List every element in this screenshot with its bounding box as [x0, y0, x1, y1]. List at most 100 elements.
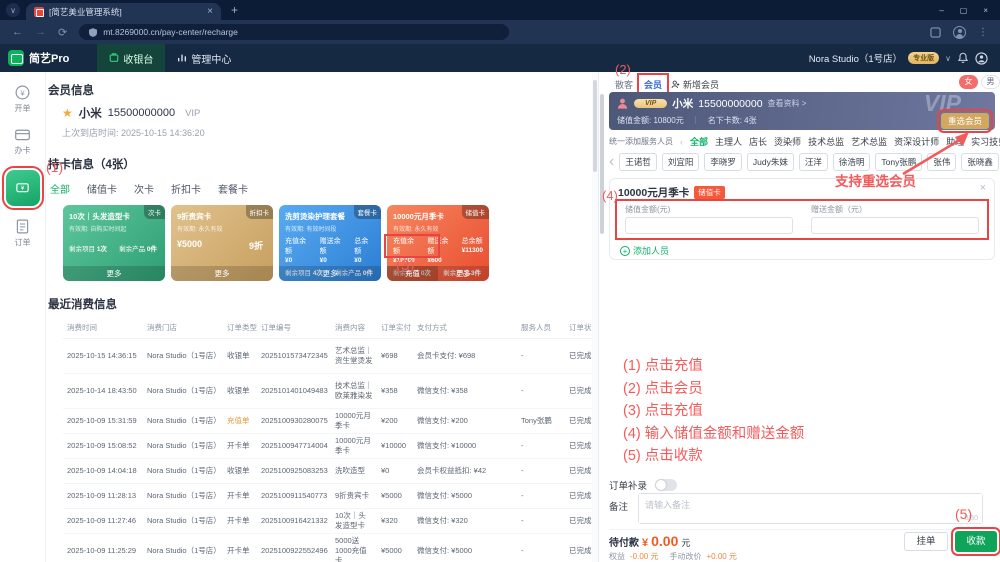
- refresh-icon[interactable]: ⟳: [58, 26, 68, 39]
- card-more-button[interactable]: 更多: [456, 269, 471, 278]
- tab-cashier-label: 收银台: [123, 54, 154, 66]
- collect-payment-button[interactable]: 收款: [951, 527, 1000, 556]
- staff-chip[interactable]: 李晓罗: [704, 153, 742, 171]
- close-window-icon[interactable]: ×: [983, 6, 988, 15]
- new-tab-button[interactable]: +: [231, 3, 239, 17]
- pending-amount: 0.00: [651, 533, 679, 549]
- staff-chip[interactable]: 张伟: [927, 153, 957, 171]
- annotation-step: (4) 输入储值金额和赠送金额: [623, 425, 805, 442]
- role-all[interactable]: 全部: [690, 137, 709, 147]
- prev-icon[interactable]: ‹: [680, 136, 683, 147]
- forward-icon[interactable]: →: [35, 26, 46, 38]
- sidebar-item-card[interactable]: 办卡: [14, 126, 31, 156]
- card-tab-stored[interactable]: 储值卡: [87, 185, 117, 196]
- store-selector[interactable]: Nora Studio（1号店） 专业版 ∨: [809, 51, 988, 65]
- recent-orders-title: 最近消费信息: [48, 299, 117, 311]
- role-item[interactable]: 艺术总监: [851, 137, 888, 147]
- role-item[interactable]: 主理人: [715, 137, 743, 147]
- role-item[interactable]: 实习技师: [971, 137, 1000, 147]
- order-supplement-label: 订单补录: [609, 481, 648, 492]
- remark-input[interactable]: [639, 494, 983, 523]
- sidebar-item-orders[interactable]: 订单: [14, 218, 31, 248]
- card-name: 10000元月季卡: [393, 212, 444, 221]
- plus-icon: +: [620, 245, 630, 256]
- annotation-marker-3: (3): [396, 257, 415, 274]
- user-avatar-icon[interactable]: [975, 51, 988, 65]
- back-icon[interactable]: ←: [12, 26, 23, 38]
- card-validity: 有效期: 永久有效: [393, 227, 439, 233]
- sidebar-item-recharge[interactable]: ¥: [1, 166, 44, 210]
- annotation-box-3: [384, 234, 440, 258]
- close-tab-icon[interactable]: ×: [207, 6, 213, 17]
- currency-symbol: ¥: [642, 537, 649, 549]
- bell-icon[interactable]: [957, 52, 969, 64]
- annotation-arrow: [902, 132, 969, 176]
- card-more-button[interactable]: 更多: [214, 269, 230, 278]
- sidebar-item-billing[interactable]: ¥ 开单: [14, 84, 31, 114]
- card-tab-discount[interactable]: 折扣卡: [171, 185, 201, 196]
- card-discount-rate: 9折: [248, 241, 263, 251]
- member-banner: VIP 小米 15500000000 查看资料 > 储值金额: 10800元 ｜…: [609, 90, 995, 133]
- browser-menu-icon[interactable]: ⋮: [978, 26, 988, 38]
- view-profile-link[interactable]: 查看资料 >: [767, 99, 807, 108]
- sidebar-item-label: 开单: [14, 104, 31, 113]
- card-stat: 剩余产品 3件: [443, 270, 481, 277]
- chevron-down-icon: ∨: [945, 53, 951, 63]
- order-supplement-toggle[interactable]: [655, 479, 678, 491]
- panel-scrollbar[interactable]: [600, 94, 604, 234]
- reselect-member-button[interactable]: 重选会员: [936, 109, 994, 133]
- tab-admin-center[interactable]: 管理中心: [165, 44, 243, 72]
- tab-cashier[interactable]: 收银台: [97, 44, 166, 72]
- tab-title: [简艺美业管理系统]: [49, 6, 122, 17]
- card-tab-times[interactable]: 次卡: [134, 185, 154, 196]
- hold-order-button[interactable]: 挂单: [904, 532, 948, 551]
- logo-icon: [8, 50, 24, 66]
- gender-female-button[interactable]: 女: [959, 75, 978, 89]
- url-bar[interactable]: mt.8269000.cn/pay-center/recharge: [79, 24, 510, 40]
- vip-watermark: VIP: [923, 90, 961, 116]
- card-balances: 充值余额¥10700 赠送余额¥600 总余额¥11300: [393, 238, 483, 264]
- extensions-icon[interactable]: [930, 26, 941, 38]
- maximize-icon[interactable]: ▢: [959, 6, 968, 15]
- role-item[interactable]: 烫染师: [774, 137, 802, 147]
- card-recharge-button[interactable]: 充值: [387, 266, 438, 281]
- card-more-button[interactable]: 更多: [106, 269, 122, 278]
- role-item[interactable]: 资深设计师: [894, 137, 940, 147]
- prev-icon[interactable]: ‹: [609, 153, 615, 170]
- cashier-icon: [110, 53, 119, 62]
- tab-walkin[interactable]: 散客: [615, 80, 634, 90]
- role-item[interactable]: 技术总监: [808, 137, 845, 147]
- vip-badge: VIP: [634, 99, 668, 108]
- last-visit: 上次到店时间: 2025-10-15 14:36:20: [62, 128, 205, 138]
- staff-chip[interactable]: Judy朱妹: [746, 153, 794, 171]
- minimize-icon[interactable]: ‒: [939, 6, 944, 15]
- browser-avatar-icon[interactable]: [953, 25, 966, 39]
- gender-male-button[interactable]: 男: [981, 75, 1000, 89]
- banner-stats: 储值金额: 10800元 ｜ 名下卡数: 4张: [617, 115, 757, 126]
- browser-tab[interactable]: [简艺美业管理系统] ×: [26, 3, 221, 20]
- svg-text:¥: ¥: [20, 88, 25, 97]
- card-tab-all[interactable]: 全部: [50, 185, 70, 196]
- tab-admin-label: 管理中心: [191, 54, 232, 66]
- divider: [609, 529, 994, 530]
- staff-chip[interactable]: 汪洋: [798, 153, 828, 171]
- add-person-link[interactable]: + 添加人员: [620, 244, 669, 257]
- url-text: mt.8269000.cn/pay-center/recharge: [103, 27, 238, 37]
- tab-search-icon[interactable]: ∨: [6, 3, 20, 17]
- equity-value: -0.00 元: [630, 552, 659, 561]
- card-more-button[interactable]: 更多: [322, 269, 338, 278]
- main-scrollbar[interactable]: [592, 72, 598, 562]
- gift-amount-label: 赠送金额（元）: [811, 205, 867, 214]
- role-item[interactable]: 店长: [749, 137, 768, 147]
- tab-member[interactable]: 会员: [636, 73, 670, 96]
- manual-label: 手动改价: [669, 552, 702, 561]
- staff-chip[interactable]: 徐浩明: [832, 153, 871, 171]
- gift-amount-input[interactable]: [811, 217, 979, 234]
- staff-chip[interactable]: 王诺哲: [619, 153, 657, 171]
- staff-chip[interactable]: 刘宜阳: [661, 153, 700, 171]
- stored-amount-input[interactable]: [625, 217, 793, 234]
- card-tab-package[interactable]: 套餐卡: [218, 185, 248, 196]
- close-icon[interactable]: ×: [979, 182, 986, 194]
- add-member-button[interactable]: 新增会员: [671, 78, 719, 91]
- staff-chip[interactable]: 张晓鑫: [961, 153, 999, 171]
